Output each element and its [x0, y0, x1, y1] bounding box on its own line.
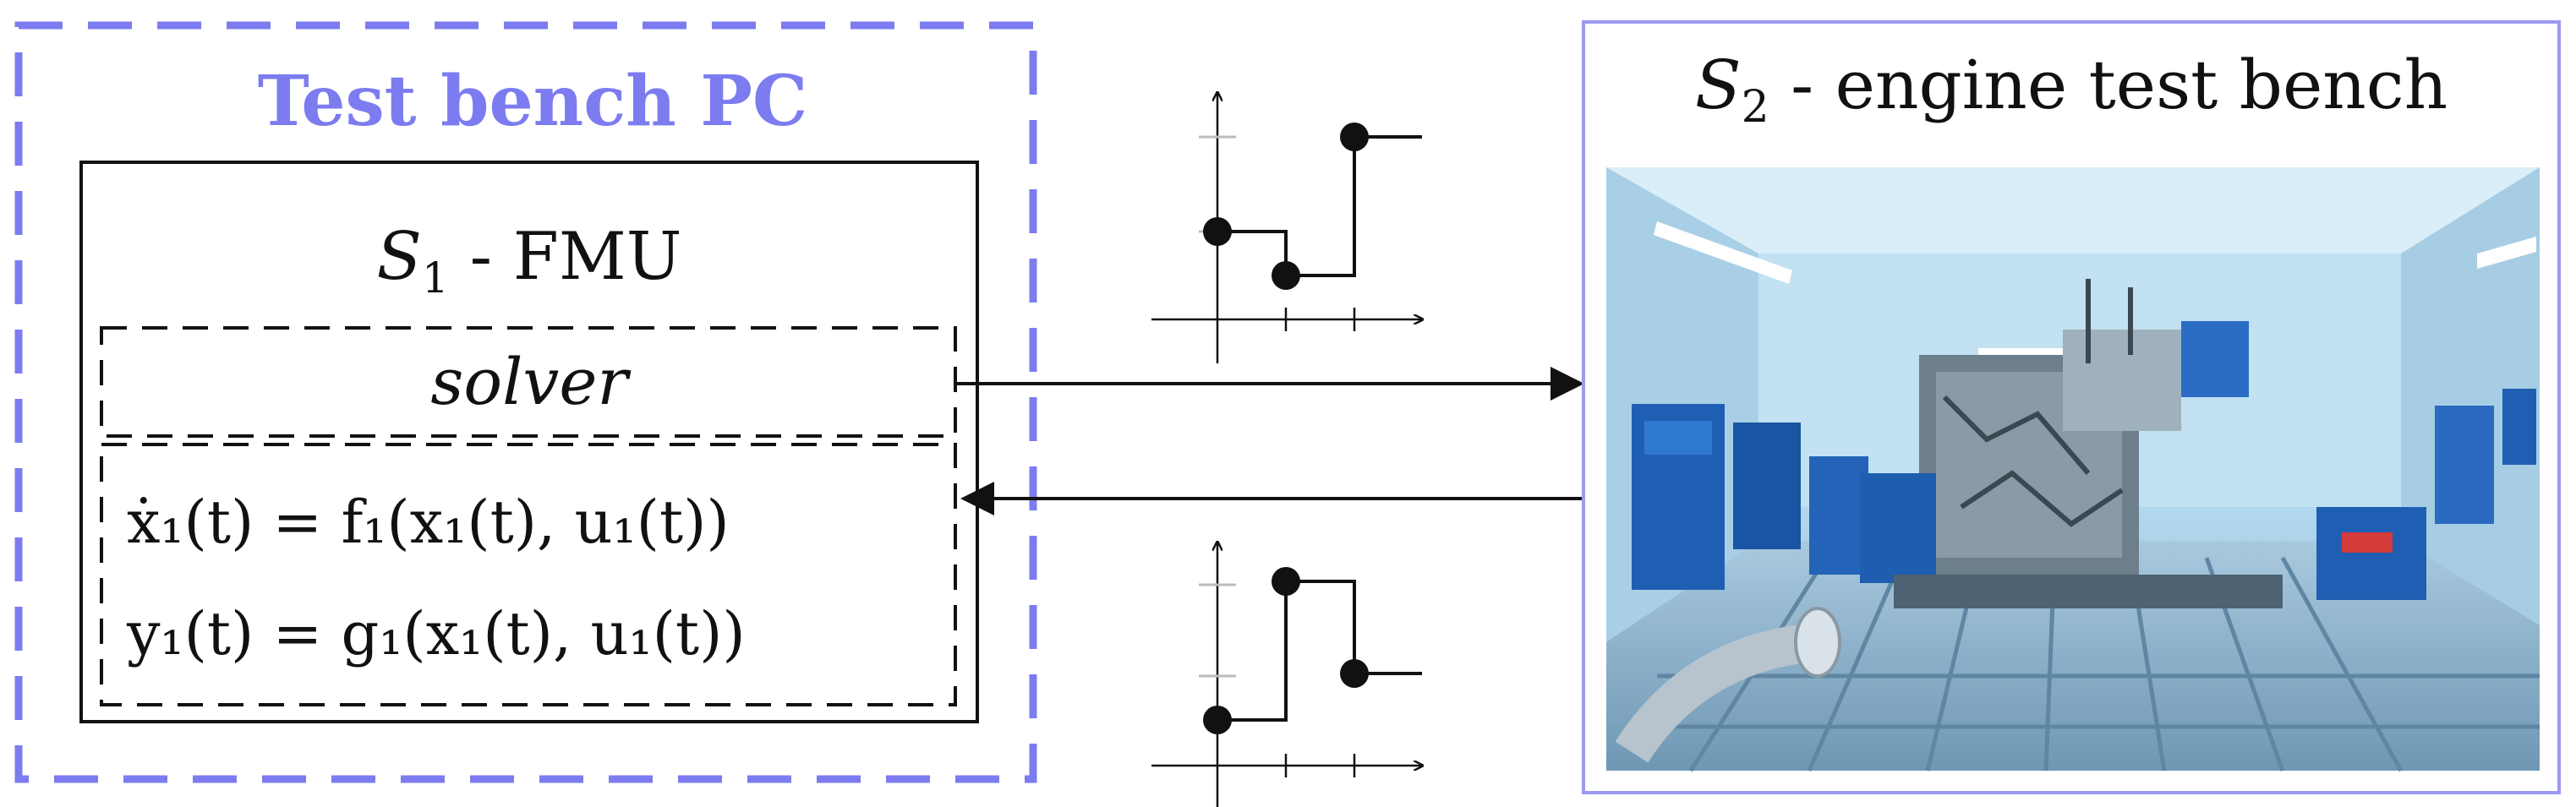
engine-test-bench-title: S2 - engine test bench: [1695, 46, 2447, 133]
state-equation: ẋ₁(t) = f₁(x₁(t), u₁(t)): [127, 488, 730, 557]
output-equation: y₁(t) = g₁(x₁(t), u₁(t)): [126, 599, 746, 668]
solver-label: solver: [430, 344, 632, 419]
test-bench-pc-title: Test bench PC: [258, 61, 808, 142]
step-signal-icon: [1151, 543, 1422, 807]
engine-test-bench-photo: [1606, 167, 2540, 772]
step-signal-icon: [1151, 93, 1422, 363]
fmu-title: S1 - FMU: [377, 219, 682, 303]
equations-box: [100, 443, 957, 706]
fmu-box: [79, 161, 979, 723]
test-bench-pc-frame: [14, 21, 1037, 783]
